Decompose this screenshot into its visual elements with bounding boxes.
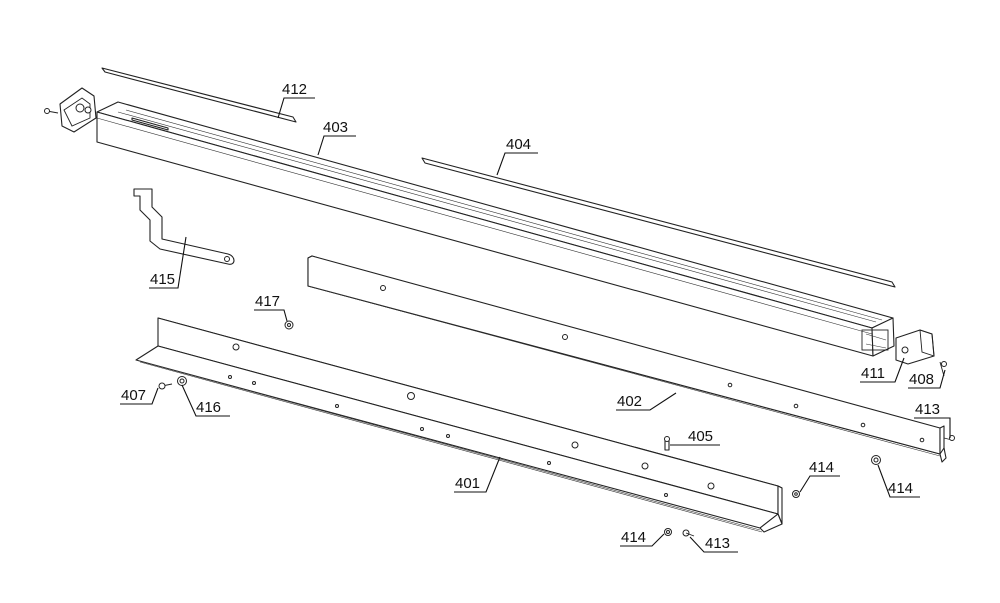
hardware-408-screw bbox=[939, 361, 947, 377]
callout-401: 401 bbox=[455, 475, 480, 492]
part-401-angle bbox=[135, 317, 783, 533]
hardware-414-washer bbox=[792, 490, 800, 498]
callout-402: 402 bbox=[617, 393, 642, 410]
callout-417: 417 bbox=[255, 293, 280, 310]
hardware-405-pin bbox=[664, 436, 670, 451]
callout-413-bottom: 413 bbox=[705, 535, 730, 552]
hardware-413-screw-bottom bbox=[682, 529, 695, 537]
callout-414-right: 414 bbox=[888, 480, 913, 497]
hardware-416-nut bbox=[177, 376, 187, 386]
callout-414-bottom: 414 bbox=[621, 529, 646, 546]
leader-lines bbox=[120, 97, 951, 553]
callout-404: 404 bbox=[506, 136, 531, 153]
callout-412: 412 bbox=[282, 81, 307, 98]
callout-416: 416 bbox=[196, 399, 221, 416]
part-left-end-cap bbox=[44, 87, 97, 133]
callout-411: 411 bbox=[861, 365, 885, 382]
callout-415: 415 bbox=[150, 271, 175, 288]
part-415-bracket bbox=[133, 188, 235, 265]
callout-407: 407 bbox=[121, 387, 146, 404]
part-402-angle bbox=[307, 255, 947, 463]
part-411-end-cap bbox=[895, 329, 935, 365]
hardware-417-washer bbox=[284, 320, 294, 330]
part-412-strip bbox=[101, 67, 297, 123]
part-403-rail bbox=[96, 101, 895, 357]
callout-405: 405 bbox=[688, 428, 713, 445]
hardware-407-bolt bbox=[158, 382, 173, 390]
callout-413-right: 413 bbox=[915, 401, 940, 418]
callout-414-washer: 414 bbox=[809, 459, 834, 476]
hardware-414-nut-right bbox=[871, 455, 881, 465]
callout-403: 403 bbox=[323, 119, 348, 136]
callout-408: 408 bbox=[909, 371, 934, 388]
part-404-strip bbox=[421, 157, 896, 288]
hardware-414-nut-bottom bbox=[664, 528, 672, 536]
hardware-413-screw-right bbox=[943, 435, 955, 441]
